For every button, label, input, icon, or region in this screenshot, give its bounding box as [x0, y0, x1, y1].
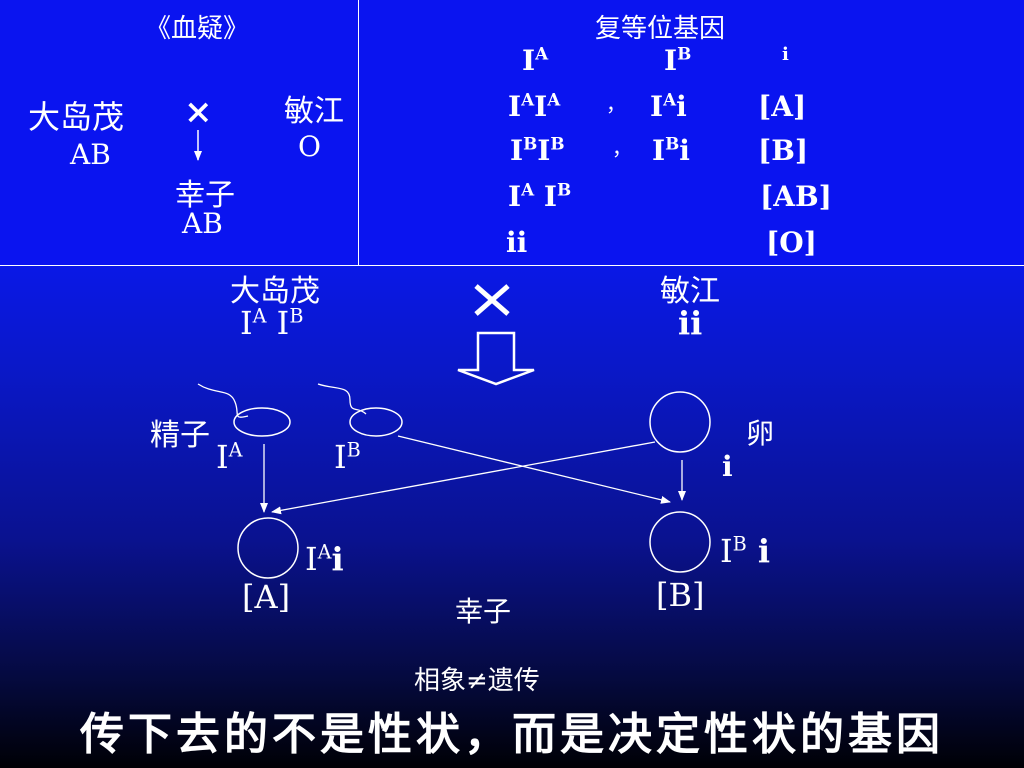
film-title: 《血疑》: [145, 14, 250, 44]
mother-genotype: ii: [678, 304, 703, 342]
fertilization-arrow: [271, 441, 656, 515]
sperm-tail: [197, 383, 249, 418]
father-blood-type: AB: [70, 138, 111, 171]
child-blood-type: AB: [182, 207, 223, 240]
multiple-alleles-title: 复等位基因: [595, 14, 726, 44]
offspring-cell-b: [649, 511, 711, 573]
conclusion-footer: 传下去的不是性状，而是决定性状的基因: [80, 709, 944, 760]
child-name: 幸子: [175, 178, 235, 213]
allele-ia: IA: [522, 43, 549, 77]
genotype-ibi: IBi: [652, 133, 690, 167]
offspring-genotype-ibi: IB i: [720, 532, 771, 570]
phenotype-ab: [AB]: [760, 180, 832, 213]
cross-symbol: ×: [184, 92, 213, 132]
offspring-phenotype-a: [A]: [242, 578, 291, 616]
phenotype-a: [A]: [758, 90, 807, 123]
allele-i: i: [782, 44, 789, 65]
offspring-phenotype-b: [B]: [656, 576, 705, 614]
sperm-allele-ib: IB: [334, 438, 361, 476]
genotype-ibib: IBIB: [510, 133, 565, 167]
resemblance-note: 相象≠遗传: [414, 666, 540, 696]
father-genotype: IA IB: [240, 304, 304, 342]
father-name: 大岛茂: [28, 98, 125, 136]
hollow-down-arrow: [457, 331, 535, 386]
sperm-head-ia: [233, 407, 291, 437]
fertilization-arrow: [397, 435, 671, 504]
phenotype-o: [O]: [766, 226, 817, 259]
genotype-iaib: IA IB: [508, 179, 572, 213]
separator: ，: [612, 136, 632, 160]
phenotype-b: [B]: [758, 134, 809, 167]
panel-divider-vertical: [358, 0, 359, 265]
separator: ，: [606, 92, 626, 116]
sperm-label: 精子: [150, 418, 210, 453]
egg-cell: [649, 391, 711, 453]
cross-symbol-large: [474, 284, 510, 316]
mother-blood-type: O: [298, 130, 321, 163]
mother-name: 敏江: [284, 94, 344, 129]
allele-ib: IB: [664, 43, 692, 77]
genotype-iai: IAi: [650, 89, 687, 123]
sperm-allele-ia: IA: [216, 438, 243, 476]
offspring-label: 幸子: [455, 595, 512, 628]
offspring-genotype-iai: IAi: [305, 540, 344, 578]
top-panel: [0, 0, 1024, 265]
egg-allele-i: i: [722, 450, 733, 483]
egg-label: 卵: [746, 417, 775, 450]
offspring-cell-a: [237, 517, 299, 579]
panel-divider-horizontal: [0, 265, 1024, 266]
genotype-iaia: IAIA: [508, 89, 561, 123]
genotype-ii: ii: [506, 226, 528, 259]
mother-name-bottom: 敏江: [660, 274, 720, 309]
sperm-head-ib: [349, 407, 403, 437]
father-name-bottom: 大岛茂: [230, 274, 320, 309]
sperm-tail: [317, 383, 367, 415]
